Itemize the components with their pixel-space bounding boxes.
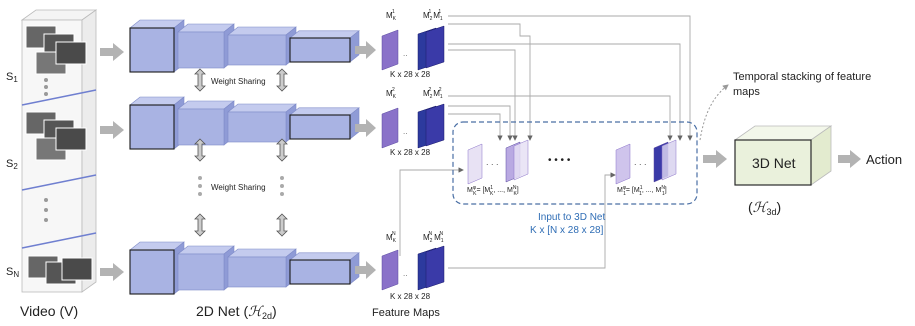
svg-text:..: ..: [403, 127, 407, 136]
net2d-layer: [227, 248, 297, 288]
feature-map-stack-2: ..: [381, 103, 445, 149]
map-label-k: MK1: [386, 9, 397, 22]
net2d-layer: [227, 26, 297, 66]
net3d-block: [733, 125, 833, 186]
net2d-row-1: [129, 19, 360, 73]
input-3d-label-1: Input to 3D Net: [538, 212, 605, 223]
svg-text:..: ..: [403, 49, 407, 58]
segment-label-2: S2: [6, 158, 18, 171]
map-dims-n: K x 28 x 28: [390, 292, 431, 301]
frame-group-1: [25, 25, 87, 75]
feature-map-stack-3: ..: [381, 245, 445, 291]
svg-text:. . .: . . .: [634, 157, 647, 167]
map-label-k: MK2: [386, 87, 397, 100]
segment-label-1: S1: [6, 71, 18, 84]
net2d-layer: [129, 96, 185, 150]
video-label: Video (V): [20, 303, 78, 319]
net3d-label: 3D Net: [752, 155, 796, 171]
svg-text:..: ..: [403, 269, 407, 278]
feature-map-stacks: ......: [381, 25, 445, 291]
net2d-label: 2D Net (ℋ2d): [196, 303, 277, 321]
net2d-layer: [289, 252, 360, 285]
net2d-blocks: [129, 19, 360, 295]
input-3d-label-2: K x [N x 28 x 28]: [530, 225, 604, 236]
feature-maps-label: Feature Maps: [372, 307, 440, 319]
net2d-layer: [289, 107, 360, 140]
temporal-label-2: maps: [733, 86, 760, 98]
net2d-layer: [129, 241, 185, 295]
video-frames: [25, 25, 93, 285]
map-dims-1: K x 28 x 28: [390, 70, 431, 79]
net2d-layer: [177, 23, 235, 69]
svg-text:. . .: . . .: [486, 157, 499, 167]
routing-lines: [399, 15, 693, 269]
action-label: Action: [866, 152, 902, 167]
stack-group-k: . . .: [467, 139, 529, 185]
net3d-to-action-arrow: [838, 150, 861, 168]
weight-sharing-label-1: Weight Sharing: [211, 77, 266, 86]
net3d-symbol: (ℋ3d): [748, 199, 781, 217]
feature-map-stack-1: ..: [381, 25, 445, 71]
net2d-row-3: [129, 241, 360, 295]
weight-sharing-arrows: [194, 68, 288, 237]
net2d-layer: [289, 30, 360, 63]
stack-to-3d-arrow: [703, 150, 727, 168]
net2d-layer: [227, 103, 297, 143]
net2d-row-2: [129, 96, 360, 150]
map-label-k: MKN: [386, 231, 397, 244]
weight-sharing-dots: [198, 176, 284, 196]
stack-group-1: . . .: [615, 139, 677, 185]
video-to-2d-arrows: [100, 43, 124, 281]
net2d-to-maps-arrows: [355, 41, 376, 279]
frame-group-2: [25, 111, 87, 161]
net2d-layer: [177, 245, 235, 291]
input-3d-dashed-box: [452, 121, 698, 205]
net2d-layer: [177, 100, 235, 146]
stacked-input-maps: . . . . . .: [467, 139, 677, 185]
stack-dots: • • • •: [548, 155, 571, 166]
temporal-label-1: Temporal stacking of feature: [733, 71, 871, 83]
net2d-layer: [129, 19, 185, 73]
segment-label-n: SN: [6, 266, 19, 279]
map-dims-2: K x 28 x 28: [390, 148, 431, 157]
frame-group-n: [27, 255, 93, 285]
temporal-stack-arrow: [699, 84, 729, 141]
weight-sharing-label-2: Weight Sharing: [211, 183, 266, 192]
